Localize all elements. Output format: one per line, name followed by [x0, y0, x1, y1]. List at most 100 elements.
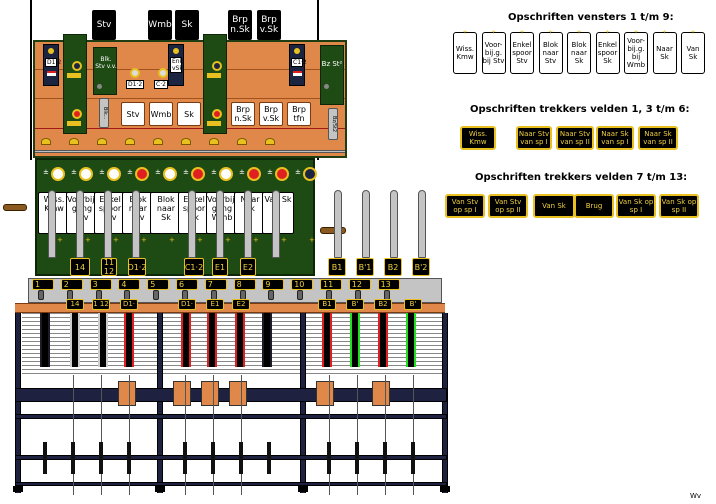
field-number: 3 — [89, 279, 112, 290]
window-label-brp-vsk: Brp v.Sk — [259, 102, 283, 126]
lower-tag: B' — [346, 299, 364, 310]
cross-beam — [15, 455, 447, 460]
lever-handle[interactable] — [272, 190, 280, 258]
signal-lamp — [79, 167, 93, 181]
lever-handle[interactable] — [334, 190, 342, 258]
indicator-panel-enk-vsk: Enk vSk — [168, 44, 184, 86]
knob[interactable] — [181, 138, 191, 145]
lever-handle[interactable] — [48, 190, 56, 258]
signal-lamp — [219, 167, 233, 181]
frame-post — [442, 313, 448, 493]
lever-handle[interactable] — [418, 190, 426, 258]
plate-marker: + — [253, 236, 259, 244]
slider-knob[interactable] — [297, 290, 304, 300]
signal-lamp — [107, 167, 121, 181]
frame-post — [300, 313, 306, 493]
signal-box-wmb: Wmb — [148, 10, 172, 40]
switch-key-icon[interactable] — [67, 121, 81, 126]
lamp-marker: ± — [127, 168, 133, 176]
knob[interactable] — [237, 138, 247, 145]
signal-box-stv: Stv — [92, 10, 116, 40]
knob[interactable] — [125, 138, 135, 145]
levers-7-13-heading: Opschriften trekkers velden 7 t/m 13: — [475, 172, 688, 183]
lever-legend-box: Van Sk — [533, 194, 575, 218]
lever-tag: 11 12 — [101, 258, 117, 276]
pull-rod — [385, 375, 386, 495]
crank-handle-left[interactable] — [3, 204, 27, 211]
lever-handle[interactable] — [362, 190, 370, 258]
knob[interactable] — [69, 138, 79, 145]
lever-slot — [40, 313, 50, 367]
slider-knob[interactable] — [38, 290, 44, 300]
switch-key-icon[interactable] — [207, 121, 221, 126]
signal-lamp — [247, 167, 261, 181]
levers-1-6-heading: Opschriften trekkers velden 1, 3 t/m 6: — [470, 104, 690, 115]
window-legend-box: Van Sk — [681, 29, 705, 74]
pull-rod — [329, 375, 330, 495]
window-legend-box: Enkel spoor Stv — [510, 29, 534, 74]
switch-key-icon[interactable] — [67, 73, 81, 78]
crank-arm — [183, 442, 187, 474]
lever-handle[interactable] — [188, 190, 196, 258]
slider-knob[interactable] — [153, 290, 160, 300]
knob[interactable] — [209, 138, 219, 145]
plate-marker: + — [113, 236, 119, 244]
lower-tag: E2 — [232, 299, 250, 310]
lever-tag: 14 — [70, 258, 90, 276]
signal-lamp — [303, 167, 317, 181]
frame-foot — [13, 486, 23, 492]
indicator-label: D1·2 — [45, 58, 62, 67]
field-number: 6 — [176, 279, 198, 290]
lower-tag: E1 — [206, 299, 224, 310]
signal-lamp — [51, 167, 65, 181]
interlocking-stripes — [22, 313, 442, 375]
bz-key[interactable]: Bz/St2 — [328, 108, 338, 140]
plate-marker: + — [281, 236, 287, 244]
field-number: 2 — [60, 279, 83, 290]
knob[interactable] — [265, 138, 275, 145]
lever-handle[interactable] — [216, 190, 224, 258]
window-legend-box: Blok naar Stv — [538, 29, 563, 74]
frame-foot — [440, 486, 450, 492]
knob[interactable] — [41, 138, 51, 145]
knob[interactable] — [97, 138, 107, 145]
field-number: 10 — [291, 279, 314, 290]
block-key[interactable]: Blk... — [99, 98, 109, 128]
field-number: 5 — [147, 279, 170, 290]
lever-handle[interactable] — [132, 190, 140, 258]
lamp-marker: ± — [295, 168, 301, 176]
lever-tag: B'2 — [412, 258, 430, 276]
lever-handle[interactable] — [104, 190, 112, 258]
plate-marker: + — [169, 236, 175, 244]
lever-legend-box: Van Stv op sp I — [445, 194, 485, 218]
pull-rod — [357, 375, 358, 495]
lever-handle[interactable] — [390, 190, 398, 258]
lower-tag: D1· — [120, 299, 138, 310]
knob[interactable] — [153, 138, 163, 145]
lower-tag: B' — [404, 299, 422, 310]
lever-legend-box: Van Sk op sp II — [659, 194, 699, 218]
lever-slot — [322, 313, 332, 367]
pull-rod — [101, 375, 102, 495]
field-number: 4 — [118, 279, 141, 290]
field-number: 8 — [233, 279, 256, 290]
block-panel-stv: Blk. Stv v.v. — [93, 47, 117, 95]
crank-handle-right[interactable] — [320, 227, 346, 234]
lever-handle[interactable] — [244, 190, 252, 258]
lever-legend-box: Van Sk op sp I — [616, 194, 656, 218]
pull-rod — [185, 375, 186, 495]
lever-handle[interactable] — [76, 190, 84, 258]
window-label-brp-tfn: Brp tfn — [287, 102, 311, 126]
switch-key-icon[interactable] — [207, 73, 221, 78]
pull-rod — [213, 375, 214, 495]
lamp-d12 — [130, 68, 140, 78]
column-lamp-bottom — [72, 109, 82, 119]
pull-rod — [73, 375, 74, 495]
lamp-label-c2: C·2 — [154, 80, 168, 89]
interlock-block — [372, 381, 390, 406]
crank-arm — [43, 442, 47, 474]
bz-st2-panel: Bz St² — [320, 45, 344, 105]
slider-knob[interactable] — [268, 290, 275, 300]
lever-tag: C1·2 — [184, 258, 204, 276]
lower-tag: B2 — [374, 299, 392, 310]
